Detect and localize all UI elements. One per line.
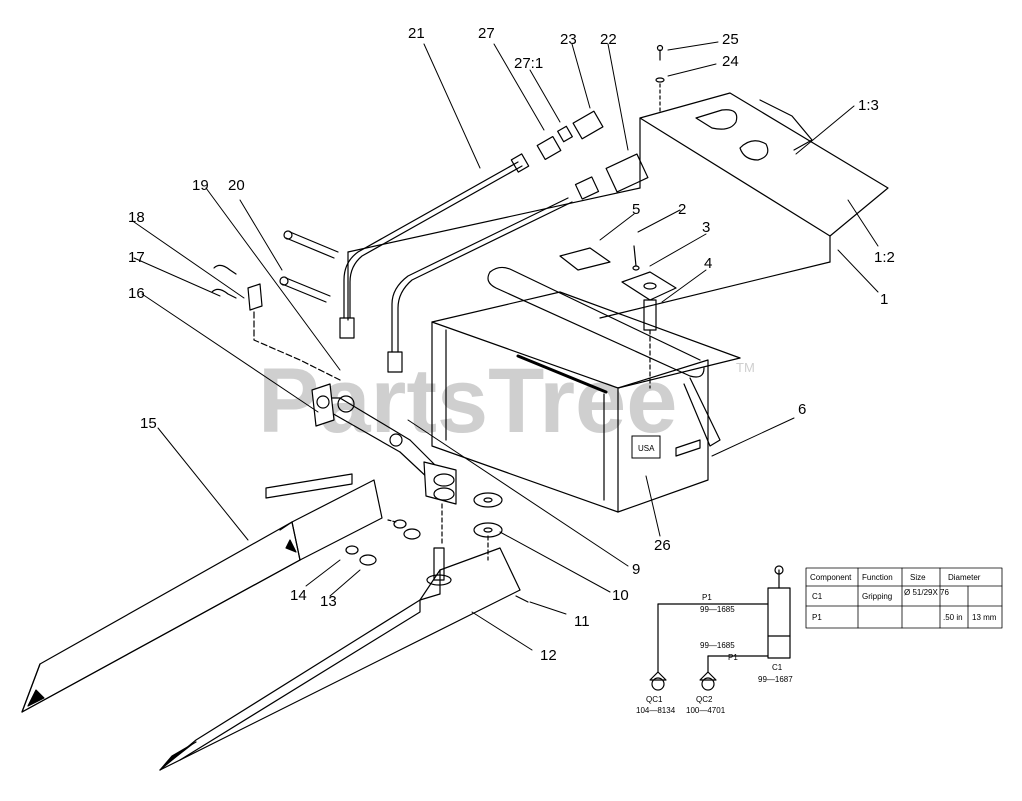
arm-12 [159,547,521,771]
schem-qc1-part: 104—8134 [636,706,676,715]
schem-p1-bot-part: 99—1685 [700,641,735,650]
table-header: Function [862,573,893,582]
nuts [345,519,421,566]
usa-decal [631,435,661,459]
callout-18: 18 [128,209,145,226]
callout-19: 19 [192,177,209,194]
callout-20: 20 [228,177,245,194]
arm-15 [21,473,383,713]
schem-qc2-part: 100—4701 [686,706,726,715]
callout-4: 4 [704,255,712,272]
callout-27: 27 [478,25,495,42]
main-frame [347,92,889,321]
spec-table-text: Component Function Size Diameter C1 Grip… [810,573,997,622]
table-header: Component [810,573,852,582]
fittings [510,44,665,200]
callout-3: 3 [702,219,710,236]
schem-p1-bot: P1 [728,653,738,662]
table-cell: 13 mm [972,613,997,622]
schem-p1-top: P1 [702,593,712,602]
table-cell: C1 [812,592,823,601]
callout-23: 23 [560,31,577,48]
callout-1: 1 [880,291,888,308]
table-cell: P1 [812,613,822,622]
callout-21: 21 [408,25,425,42]
spec-table [805,567,1003,629]
inner-box [431,266,741,513]
callout-10: 10 [612,587,629,604]
pin-washers [426,492,529,603]
schem-c1-part: 99—1687 [758,675,793,684]
table-header: Size [910,573,926,582]
decal-5 [559,247,611,271]
callout-5: 5 [632,201,640,218]
callout-labels: 21 27 27:1 23 22 25 24 1:3 19 20 18 17 1… [128,25,895,664]
callout-2: 2 [678,201,686,218]
schem-p1-top-part: 99—1685 [700,605,735,614]
callout-13: 13 [320,593,337,610]
schem-c1: C1 [772,663,783,672]
schematic-labels: P1 99—1685 99—1685 P1 C1 99—1687 QC1 104… [636,593,793,715]
callout-16: 16 [128,285,145,302]
callout-26: 26 [654,537,671,554]
leader-lines [133,41,879,651]
callout-15: 15 [140,415,157,432]
hydraulic-schematic [649,565,791,691]
callout-17: 17 [128,249,145,266]
table-cell: Ø 51/29X 76 [904,588,949,597]
callout-27-1: 27:1 [514,55,543,72]
callout-1-2: 1:2 [874,249,895,266]
callout-1-3: 1:3 [858,97,879,114]
table-header: Diameter [948,573,981,582]
watermark-tm: TM [736,360,755,375]
table-cell: Gripping [862,592,892,601]
schem-qc1: QC1 [646,695,663,704]
callout-25: 25 [722,31,739,48]
cylinder [211,230,457,505]
callout-9: 9 [632,561,640,578]
callout-22: 22 [600,31,617,48]
table-cell: .50 in [943,613,963,622]
callout-14: 14 [290,587,307,604]
callout-11: 11 [574,613,590,630]
callout-12: 12 [540,647,557,664]
callout-24: 24 [722,53,739,70]
mount-plate [621,245,677,389]
schem-qc2: QC2 [696,695,713,704]
hoses [339,161,573,373]
usa-decal-text: USA [638,444,655,453]
callout-6: 6 [798,401,806,418]
